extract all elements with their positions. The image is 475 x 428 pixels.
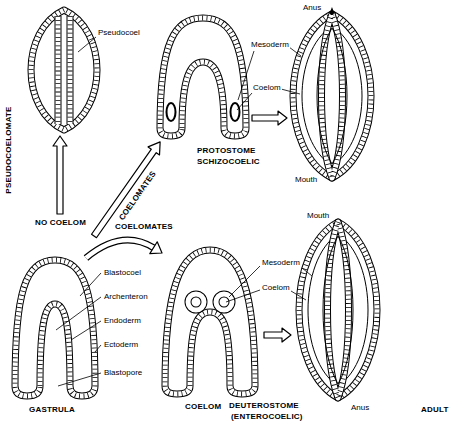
leader-line: [229, 266, 260, 297]
caption-label: COELOM: [184, 402, 222, 412]
germ-layer-cells: [160, 18, 246, 136]
part-label: Blastocoel: [103, 268, 142, 278]
body-wall: [299, 222, 377, 398]
caption-label: COELOMATES: [114, 222, 174, 232]
gastrula-figure: [15, 260, 95, 396]
curved-arrow: [86, 240, 166, 259]
part-label: Mesoderm: [250, 40, 290, 50]
gut-wall-cells: [58, 16, 70, 124]
coelom-embryo: [165, 250, 255, 394]
body-wall: [31, 10, 97, 130]
caption-label: SCHIZOCOELIC: [196, 157, 261, 167]
mesoderm-pouch: [188, 294, 204, 310]
germ-layer: [160, 18, 246, 136]
body-wall: [293, 14, 371, 178]
mesoderm-lining: [323, 236, 353, 384]
part-label: Anus: [350, 403, 370, 413]
germ-layer: [165, 250, 255, 394]
caption-label: GASTRULA: [28, 405, 76, 415]
body-wall: [299, 222, 377, 398]
mesoderm-pouch: [188, 294, 204, 310]
germ-layer: [15, 260, 95, 396]
leader-line: [80, 273, 101, 296]
mesoderm-lining: [317, 28, 347, 164]
gut-wall: [58, 16, 70, 124]
part-label: Anus: [302, 3, 322, 13]
part-label: Mouth: [294, 175, 318, 185]
gut-wall: [322, 14, 343, 178]
germ-layer-cells: [165, 250, 255, 394]
part-label: Ectoderm: [103, 340, 139, 350]
leader-line: [289, 47, 301, 56]
hollow-arrow: [264, 328, 291, 342]
hollow-arrow: [53, 136, 67, 214]
protostome-adult: [293, 14, 371, 178]
part-label: Mouth: [306, 211, 330, 221]
leader-line: [78, 37, 96, 52]
gut-wall-cells: [322, 14, 343, 178]
deuterostome-adult: [299, 222, 377, 398]
leader-line: [291, 291, 306, 300]
caption-label: PSEUDOCOELOMATE: [4, 105, 14, 194]
part-label: Coelom: [261, 283, 291, 293]
leader-line: [281, 89, 300, 94]
germ-layer: [15, 260, 95, 396]
part-label: Mesoderm: [261, 258, 301, 268]
gut-wall: [322, 14, 343, 178]
caption-label: (ENTEROCOELIC): [230, 412, 304, 422]
arrow-shape: [53, 136, 67, 214]
part-label: Blastopore: [103, 368, 143, 378]
body-wall-cells: [31, 10, 97, 130]
body-wall: [293, 14, 371, 178]
leader-line: [95, 345, 101, 352]
part-label: Endoderm: [103, 316, 142, 326]
part-label: Coelom: [252, 83, 282, 93]
mesoderm-lining: [302, 26, 362, 166]
leader-line: [58, 373, 101, 386]
body-wall-cells: [293, 14, 371, 178]
leader-line: [226, 290, 260, 302]
germ-layer-cells: [15, 260, 95, 396]
caption-label: PROTOSTOME: [196, 146, 257, 156]
caption-label: NO COELOM: [34, 218, 87, 228]
caption-label: DEUTEROSTOME: [228, 401, 300, 411]
protostome-embryo: [160, 18, 246, 136]
body-wall: [31, 10, 97, 130]
mesoderm-lining: [308, 234, 368, 386]
part-label: Archenteron: [103, 292, 149, 302]
germ-layer: [160, 18, 246, 136]
mesoderm-pocket: [167, 103, 176, 121]
gut-wall: [328, 222, 349, 398]
gut-wall-cells: [328, 222, 349, 398]
part-label: Pseudocoel: [97, 28, 141, 38]
leader-line: [302, 268, 312, 276]
mesoderm-pocket: [231, 103, 240, 121]
arrow-head: [150, 242, 166, 259]
pseudocoelomate-figure: [31, 10, 97, 130]
arrow-shaft: [86, 240, 154, 258]
leader-line: [237, 93, 252, 110]
leader-line: [71, 321, 101, 340]
leader-lines: [56, 37, 312, 386]
body-wall-cells: [299, 222, 377, 398]
gut-wall: [328, 222, 349, 398]
arrow-shaft: [86, 240, 154, 258]
hollow-arrow: [252, 111, 287, 125]
gut-wall: [58, 16, 70, 124]
germ-layer: [165, 250, 255, 394]
caption-label: ADULT: [420, 405, 450, 415]
